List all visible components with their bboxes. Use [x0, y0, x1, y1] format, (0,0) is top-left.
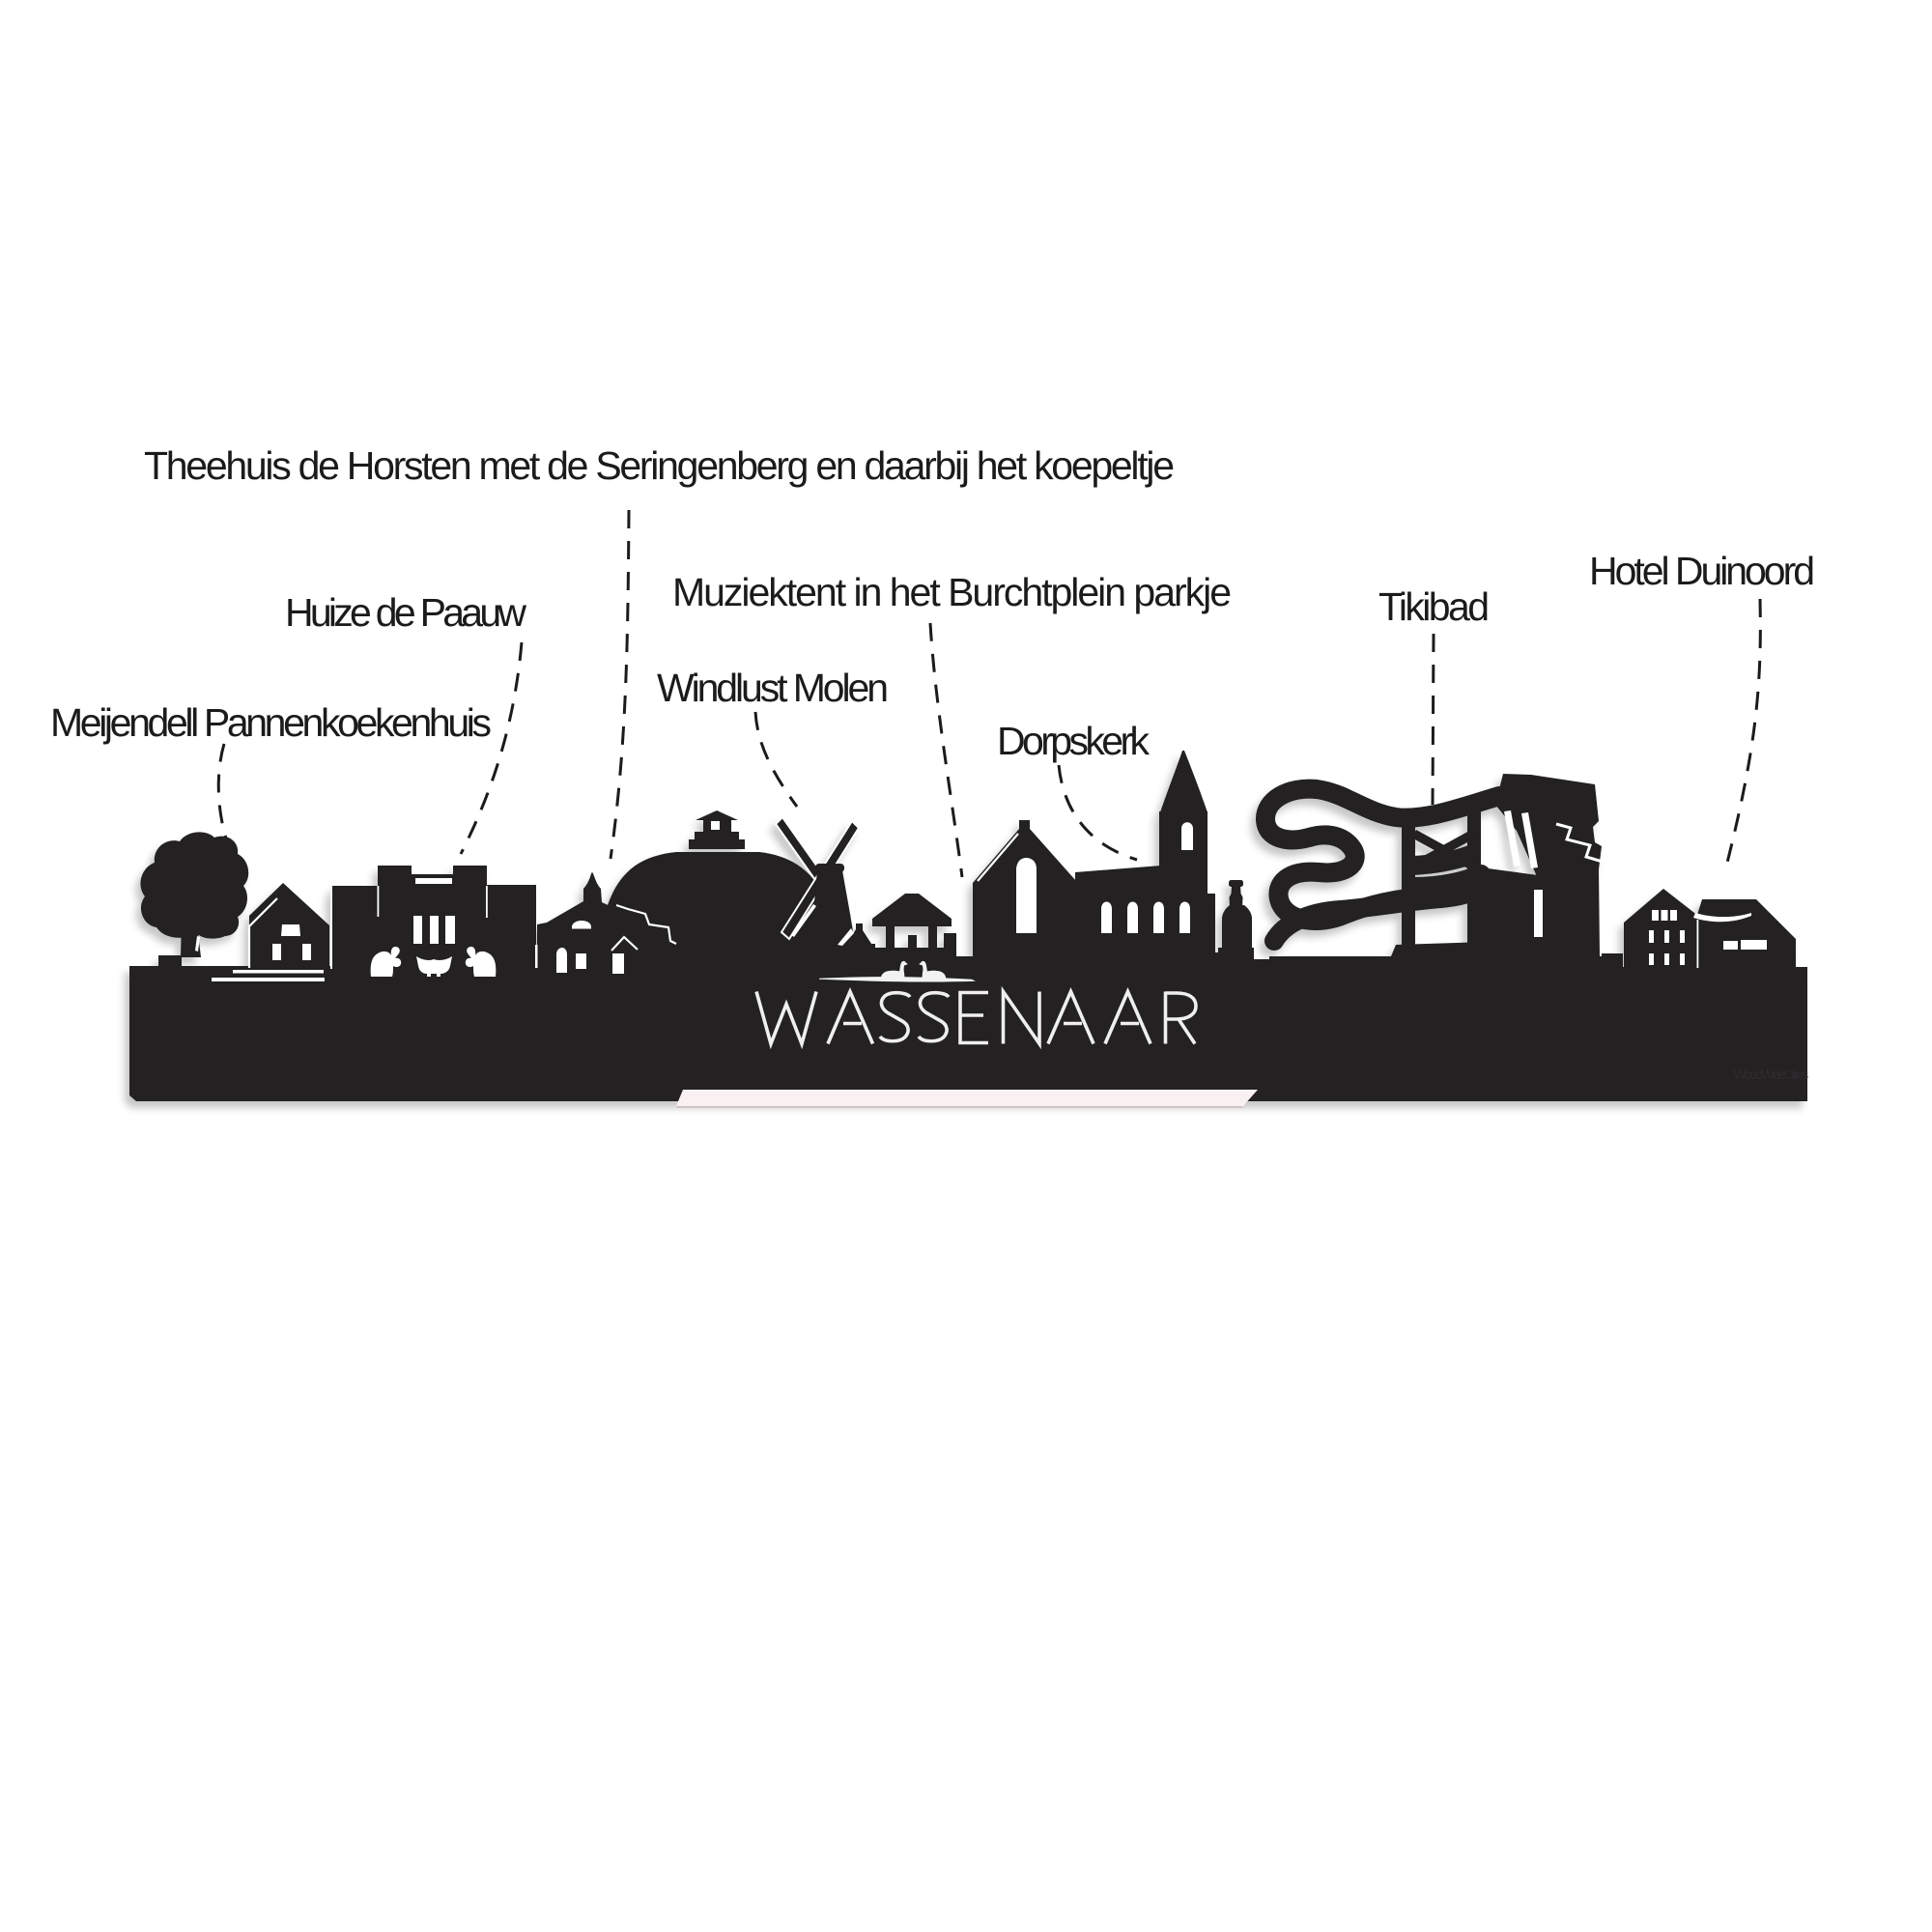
- svg-text:Theehuis de Horsten met de Ser: Theehuis de Horsten met de Seringenberg …: [144, 443, 1175, 488]
- svg-text:WoodWideCities: WoodWideCities: [1734, 1067, 1808, 1082]
- svg-text:Dorpskerk: Dorpskerk: [997, 719, 1151, 763]
- svg-text:Huize de Paauw: Huize de Paauw: [285, 590, 526, 635]
- svg-text:Muziektent in het Burchtplein: Muziektent in het Burchtplein parkje: [672, 570, 1232, 614]
- svg-text:Windlust Molen: Windlust Molen: [657, 666, 889, 710]
- svg-text:Meijendell Pannenkoekenhuis: Meijendell Pannenkoekenhuis: [50, 700, 492, 745]
- svg-text:Hotel Duinoord: Hotel Duinoord: [1589, 549, 1815, 593]
- svg-text:Tikibad: Tikibad: [1378, 584, 1490, 629]
